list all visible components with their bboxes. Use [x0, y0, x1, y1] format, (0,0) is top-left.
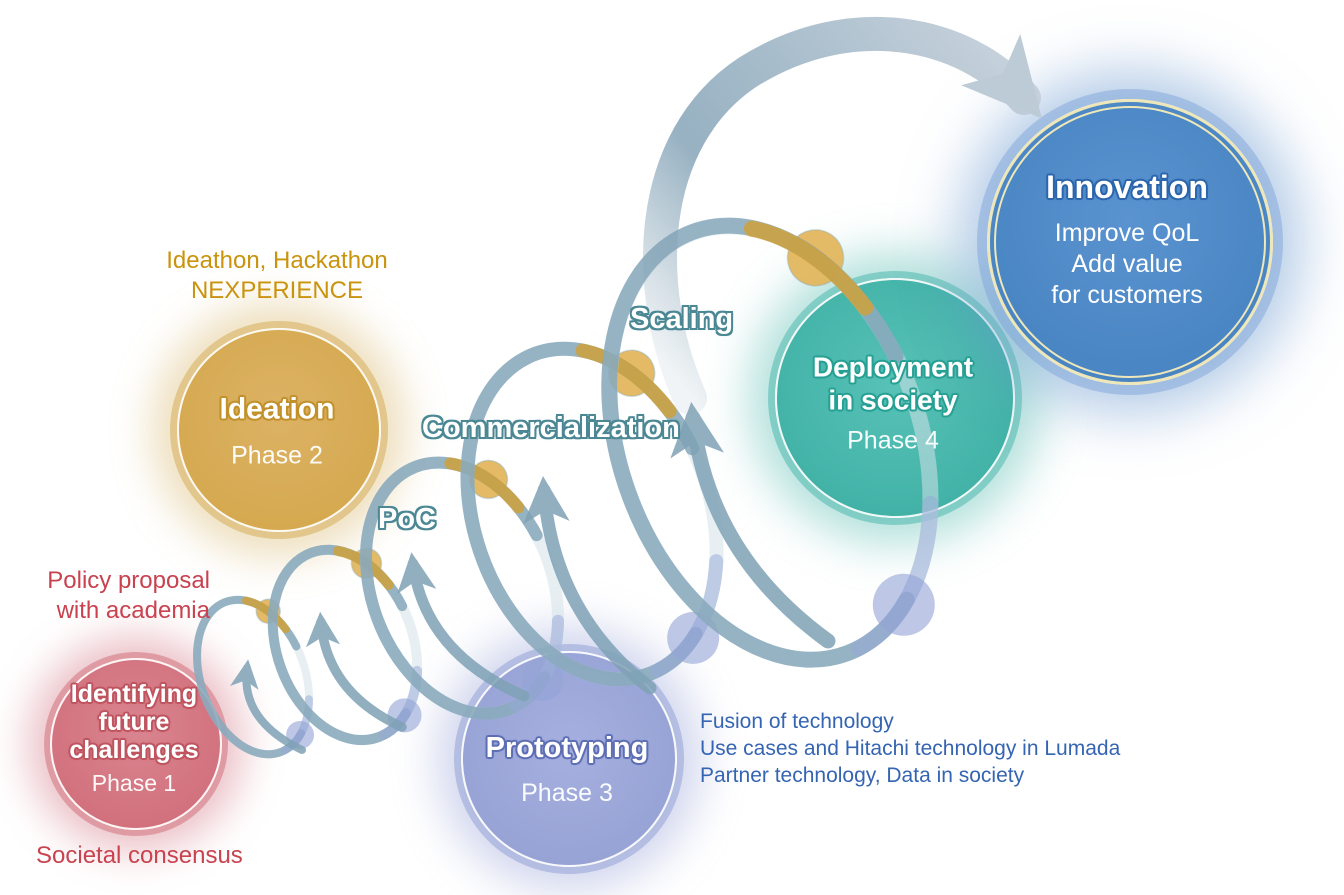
loop4-gold-segment	[575, 343, 677, 419]
innovation-text: Innovation Improve QoL Add value for cus…	[1046, 169, 1208, 311]
loop5-blue-dot	[872, 573, 935, 636]
innovation-line1: Improve QoL	[1054, 218, 1200, 247]
up-arrow-5	[670, 401, 836, 649]
phase1-title-line1: Identifying	[70, 679, 198, 708]
phase2-text: Ideation Phase 2	[219, 392, 334, 469]
innovation-circle	[987, 99, 1273, 385]
loop4-blue-dot	[667, 611, 720, 664]
scaling-label: Scaling	[630, 303, 734, 335]
phase1-text: Identifying future challenges Phase 1	[69, 680, 198, 796]
phase1-title-line2: future	[98, 707, 170, 736]
phase1-phase-label: Phase 1	[91, 769, 177, 796]
policy-proposal-line1: Policy proposal	[47, 567, 210, 594]
commercialization-label: Commercialization	[422, 412, 680, 444]
fusion-line2: Use cases and Hitachi technology in Luma…	[700, 737, 1121, 760]
innovation-line2: Add value	[1071, 249, 1183, 278]
up-arrow-2	[305, 611, 407, 732]
fusion-line3: Partner technology, Data in society	[700, 764, 1025, 787]
poc-label: PoC	[378, 503, 436, 535]
phase4-circle	[775, 278, 1015, 518]
policy-proposal-line2: with academia	[56, 597, 210, 624]
ideathon-line2: NEXPERIENCE	[190, 277, 364, 304]
phase2-phase-label: Phase 2	[231, 440, 323, 469]
innovation-title: Innovation	[1046, 169, 1208, 206]
phase4-text: Deployment in society Phase 4	[813, 351, 973, 456]
phase1-title: Identifying future challenges	[69, 680, 198, 764]
innovation-sub-text: Improve QoL Add value for customers	[1046, 218, 1208, 311]
phase2-annotation-above: Ideathon, Hackathon NEXPERIENCE	[117, 246, 437, 306]
big-innovation-arrow	[643, 16, 1042, 415]
phase4-phase-label: Phase 4	[847, 426, 939, 455]
loop3-gold-segment	[444, 457, 525, 514]
phase1-title-line3: challenges	[69, 735, 199, 764]
fusion-line1: Fusion of technology	[700, 710, 894, 733]
loop1-gold-segment	[241, 596, 290, 634]
phase2-circle	[177, 328, 381, 532]
phase2-title: Ideation	[219, 392, 335, 426]
up-arrow-4	[523, 475, 657, 695]
loop5-gold-segment	[743, 220, 874, 316]
up-arrow-3	[397, 552, 530, 702]
spiral-loop-5	[601, 217, 939, 668]
phase3-title: Prototyping	[485, 731, 649, 764]
loop3-blue-dot	[521, 659, 564, 702]
phase4-title-line2: in society	[828, 384, 958, 416]
up-arrow-1	[230, 659, 306, 754]
phase1-circle	[50, 658, 222, 830]
innovation-line3: for customers	[1051, 280, 1203, 309]
phase1-annotation-above: Policy proposal with academia	[28, 566, 210, 626]
ideathon-line1: Ideathon, Hackathon	[166, 247, 388, 274]
spiral-loop-4	[460, 341, 724, 687]
phase3-text: Prototyping Phase 3	[486, 732, 649, 808]
phase3-annotation-right: Fusion of technology Use cases and Hitac…	[700, 708, 1120, 789]
phase4-title: Deployment in society	[813, 351, 973, 417]
phase4-title-line1: Deployment	[812, 351, 974, 383]
societal-consensus-label: Societal consensus	[36, 842, 243, 869]
phase3-phase-label: Phase 3	[521, 779, 613, 808]
